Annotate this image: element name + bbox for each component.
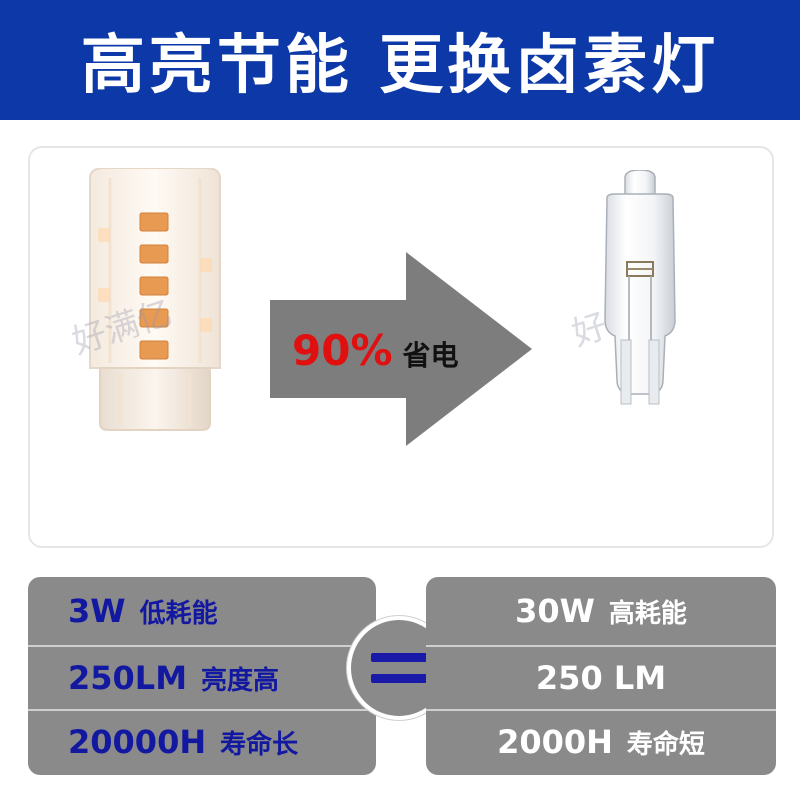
led-life-desc: 寿命长 <box>220 729 299 760</box>
halogen-g4-bulb-icon <box>604 170 676 525</box>
led-spec-box: 3W 低耗能 250LM 亮度高 20000H 寿命长 <box>28 577 376 775</box>
halogen-spec-row-life: 2000H 寿命短 <box>426 709 776 773</box>
led-power-value: 3W <box>68 592 126 630</box>
led-life-value: 20000H <box>68 723 207 761</box>
saving-label: 90% 省电 <box>292 326 459 375</box>
right-arrow-icon <box>270 252 532 446</box>
led-lumen-value: 250LM <box>68 659 188 697</box>
halogen-spec-box: 30W 高耗能 250 LM 2000H 寿命短 <box>426 577 776 775</box>
saving-arrow: 90% 省电 <box>270 252 532 446</box>
led-g4-bulb-icon <box>89 168 221 523</box>
equals-bar-bottom <box>371 674 427 683</box>
page-title: 高亮节能 更换卤素灯 <box>80 29 720 103</box>
halogen-spec-row-lumen: 250 LM <box>426 645 776 709</box>
saving-text: 省电 <box>402 339 459 372</box>
halogen-life-desc: 寿命短 <box>626 729 705 760</box>
halogen-spec-row-power: 30W 高耗能 <box>426 579 776 643</box>
led-spec-row-power: 3W 低耗能 <box>28 579 376 643</box>
halogen-lumen-value: 250 LM <box>535 659 667 697</box>
led-spec-row-life: 20000H 寿命长 <box>28 709 376 773</box>
header-banner: 高亮节能 更换卤素灯 <box>0 0 800 120</box>
halogen-life-value: 2000H <box>497 723 613 761</box>
equals-bar-top <box>371 653 427 662</box>
led-spec-row-lumen: 250LM 亮度高 <box>28 645 376 709</box>
led-power-desc: 低耗能 <box>139 598 218 629</box>
halogen-power-desc: 高耗能 <box>608 598 687 629</box>
halogen-power-value: 30W <box>515 592 595 630</box>
led-lumen-desc: 亮度高 <box>201 665 280 696</box>
saving-percent: 90% <box>292 326 393 375</box>
